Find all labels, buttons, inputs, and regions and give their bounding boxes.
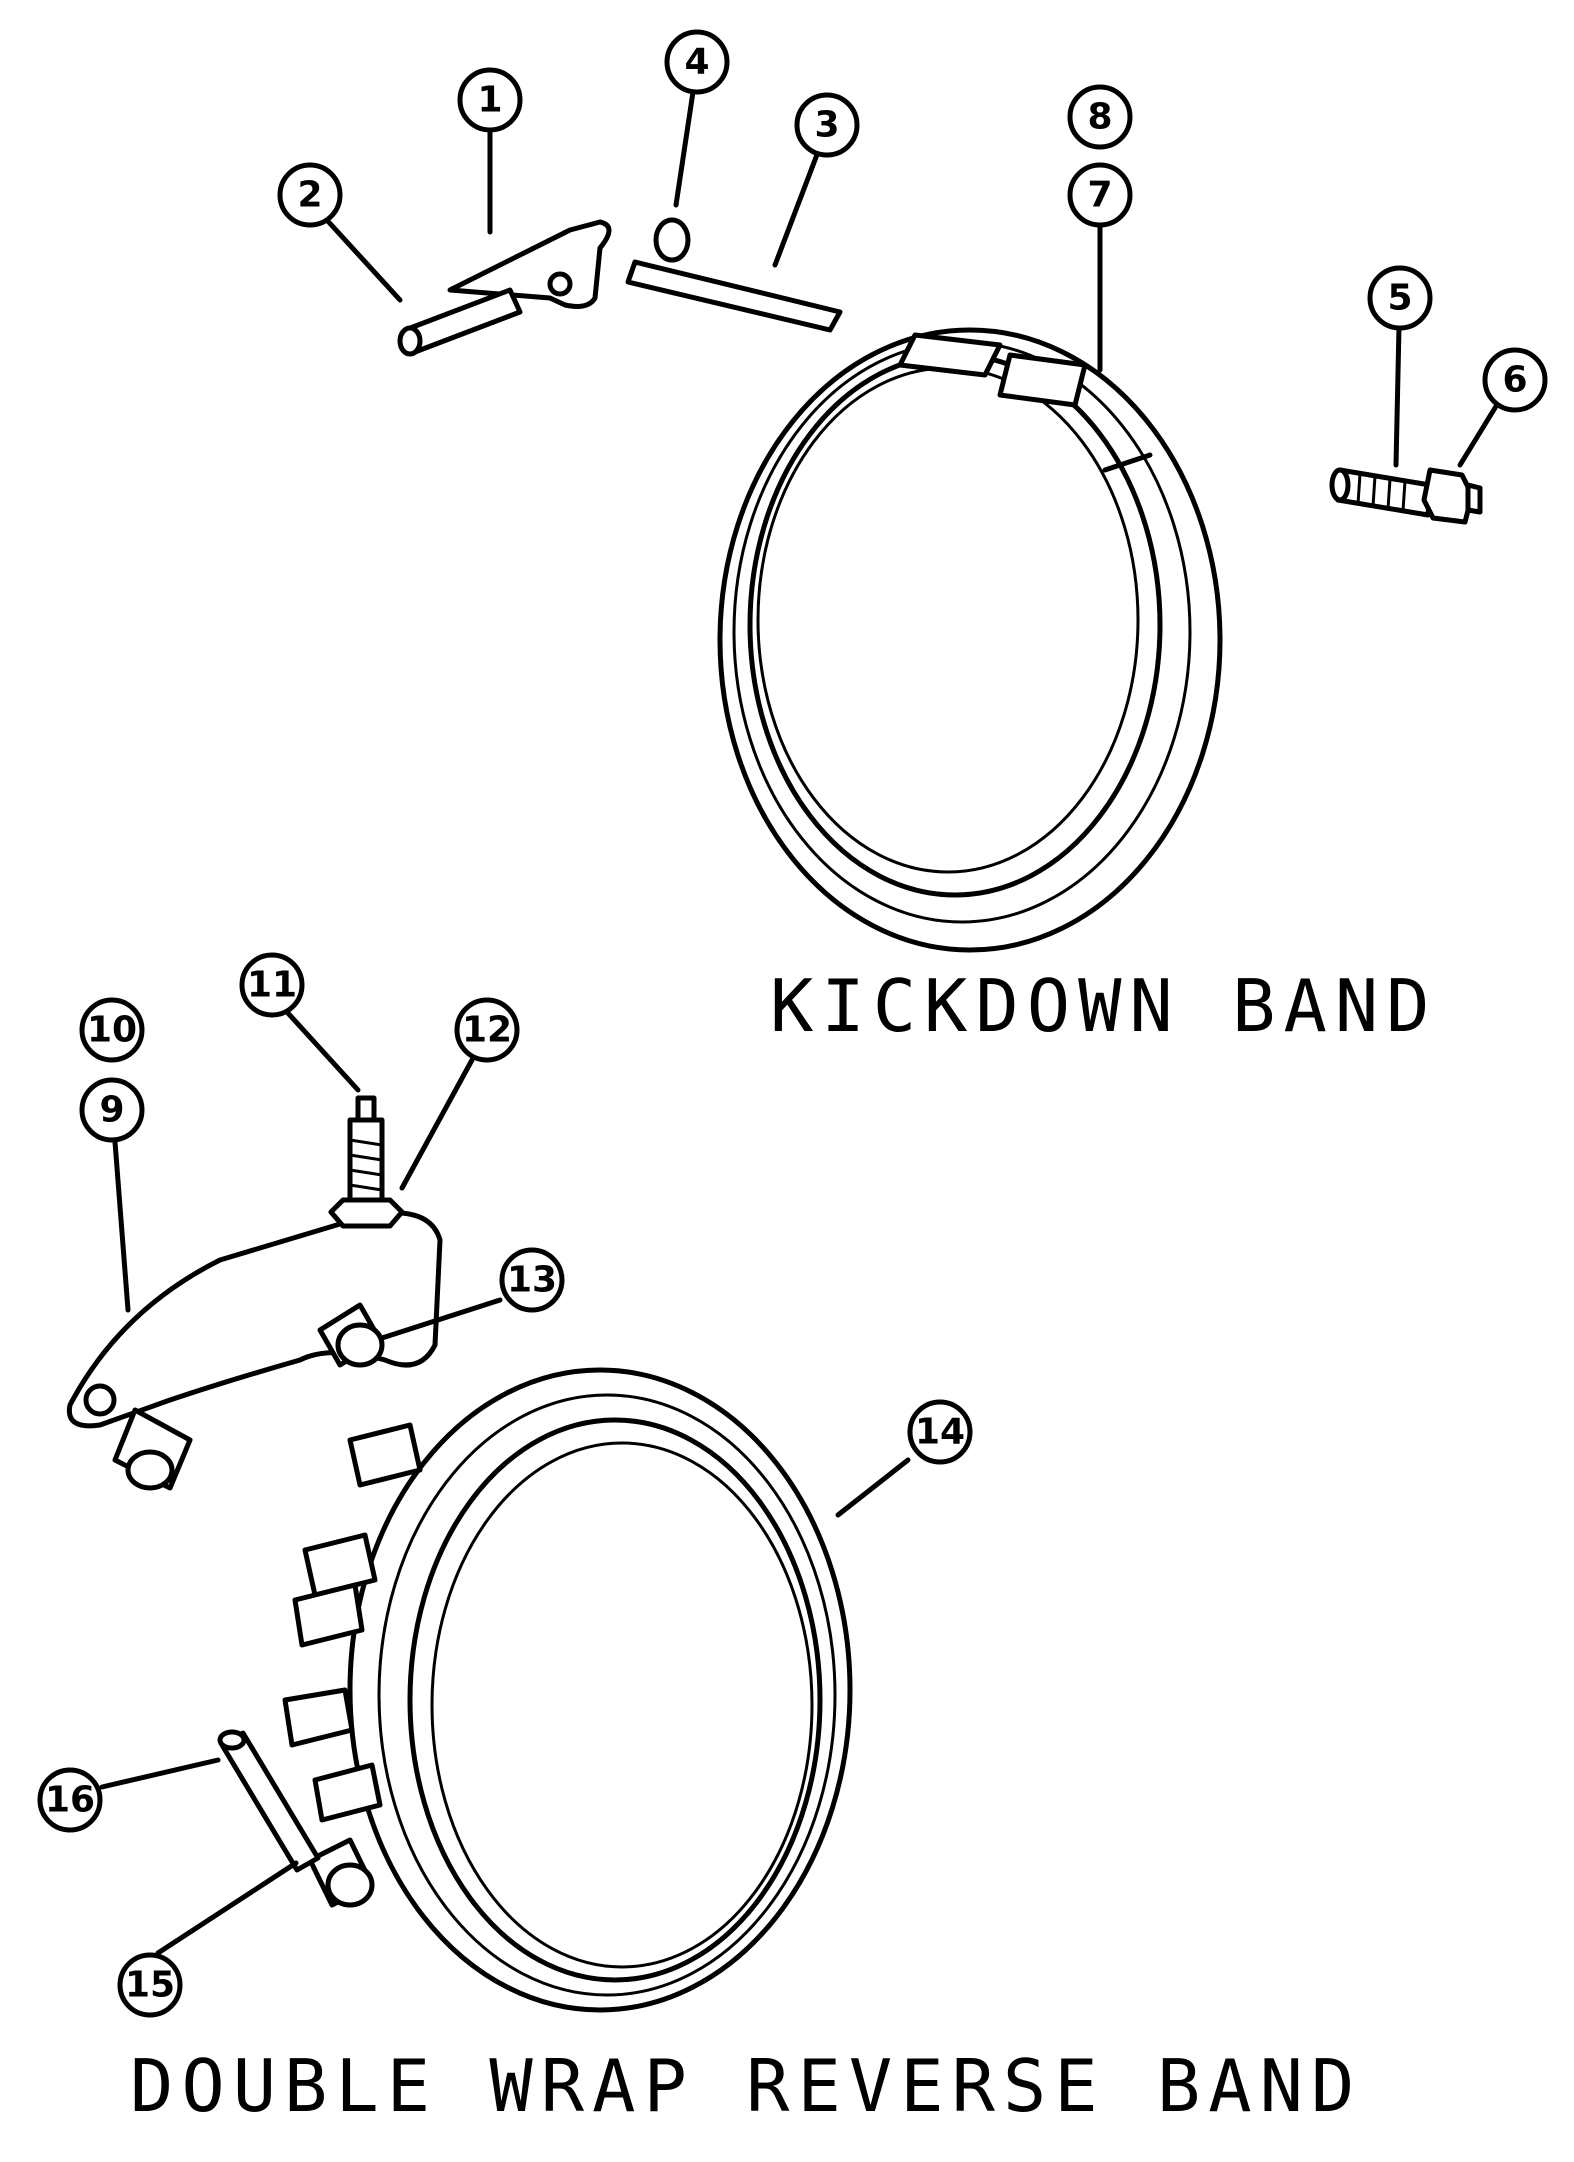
callout-14: 14 bbox=[907, 1399, 973, 1465]
callout-3: 3 bbox=[794, 92, 860, 158]
callout-9: 9 bbox=[79, 1077, 145, 1143]
callout-15: 15 bbox=[117, 1952, 183, 2018]
callout-2: 2 bbox=[277, 162, 343, 228]
callout-2-label: 2 bbox=[297, 175, 322, 216]
stud-nut bbox=[328, 1197, 405, 1229]
reverse-band bbox=[282, 1367, 853, 2013]
kickdown-assembly bbox=[397, 217, 1483, 953]
callout-14-label: 14 bbox=[915, 1412, 965, 1453]
callout-4-label: 4 bbox=[684, 42, 709, 83]
callout-9-label: 9 bbox=[99, 1090, 124, 1131]
strut bbox=[625, 259, 843, 333]
lever-bushing bbox=[317, 1302, 385, 1368]
callout-11-label: 11 bbox=[247, 965, 297, 1006]
lever-link bbox=[112, 1407, 193, 1491]
callout-10-label: 10 bbox=[87, 1010, 137, 1051]
kickdown-lever bbox=[447, 219, 612, 309]
strut-roller bbox=[653, 217, 691, 263]
callout-5: 5 bbox=[1367, 265, 1433, 331]
callout-3-label: 3 bbox=[814, 105, 839, 146]
callout-13: 13 bbox=[499, 1247, 565, 1313]
leader-lines bbox=[99, 89, 1501, 1956]
callout-8-label: 8 bbox=[1087, 97, 1112, 138]
callout-16: 16 bbox=[37, 1767, 103, 1833]
anchor-pin bbox=[217, 1729, 321, 1873]
adjusting-screw bbox=[1329, 467, 1433, 518]
reverse-lever bbox=[66, 1210, 443, 1429]
adjuster-stud bbox=[347, 1095, 385, 1203]
reverse-band-caption: DOUBLE WRAP REVERSE BAND bbox=[130, 2044, 1363, 2128]
callout-11: 11 bbox=[239, 952, 305, 1018]
band-anchor-sleeve bbox=[307, 1837, 375, 1908]
callout-4: 4 bbox=[664, 29, 730, 95]
callout-10: 10 bbox=[79, 997, 145, 1063]
callout-7: 7 bbox=[1067, 162, 1133, 228]
kickdown-band-caption: KICKDOWN BAND bbox=[770, 964, 1438, 1048]
callout-1-label: 1 bbox=[477, 80, 502, 121]
callout-16-label: 16 bbox=[45, 1780, 95, 1821]
lock-nut bbox=[1421, 467, 1475, 525]
callout-8: 8 bbox=[1067, 84, 1133, 150]
callout-6-label: 6 bbox=[1502, 360, 1527, 401]
callout-12-label: 12 bbox=[462, 1010, 512, 1051]
kickdown-band bbox=[717, 327, 1223, 953]
callout-1: 1 bbox=[457, 67, 523, 133]
callout-13-label: 13 bbox=[507, 1260, 557, 1301]
reverse-assembly bbox=[66, 1095, 853, 2013]
callout-5-label: 5 bbox=[1387, 278, 1412, 319]
lever-pivot-pin bbox=[397, 287, 523, 357]
callout-6: 6 bbox=[1482, 347, 1548, 413]
callout-15-label: 15 bbox=[125, 1965, 175, 2006]
callout-12: 12 bbox=[454, 997, 520, 1063]
callout-7-label: 7 bbox=[1087, 175, 1112, 216]
